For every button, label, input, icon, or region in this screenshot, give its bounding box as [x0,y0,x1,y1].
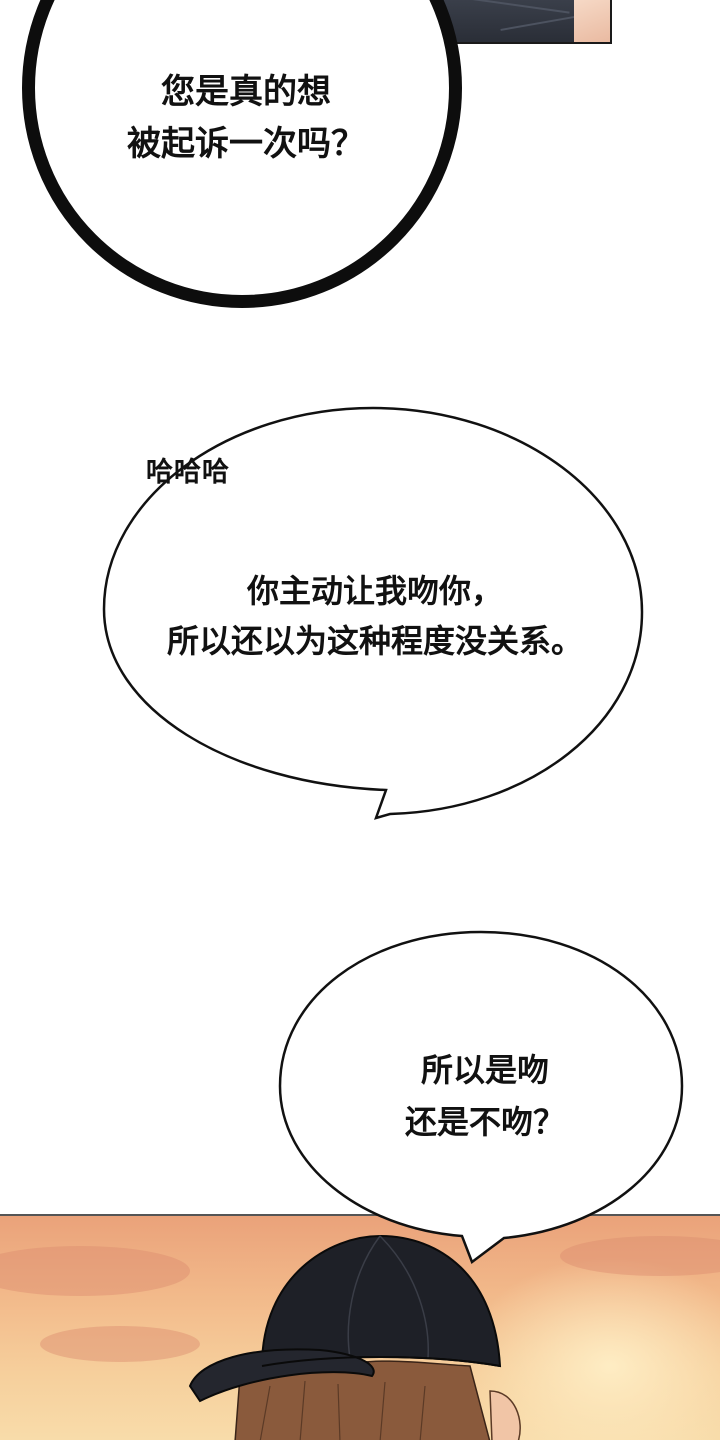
character-drawing [188,1234,521,1440]
laugh-sfx: 哈哈哈 [146,457,230,488]
speech-line: 被起诉一次吗？ [127,124,365,164]
skin-patch [574,0,610,42]
speech-bubble-3-outline [278,930,684,1264]
speech-bubble-2-outline [102,406,644,820]
sky-cloud [0,1246,190,1296]
speech-line: 您是真的想 [161,72,331,112]
top-panel-clothing-image [440,0,612,44]
speech-line: 所以是吻 [420,1051,549,1089]
speech-text-2: 你主动让我吻你， 所以还以为这种程度没关系。 [110,566,640,666]
speech-line: 你主动让我吻你， [246,572,503,610]
speech-line: 还是不吻？ [404,1103,565,1141]
speech-text-3: 所以是吻 还是不吻？ [340,1044,630,1148]
clothing-fold [460,0,570,14]
bottom-panel-character-image [0,1214,720,1440]
sky-cloud [40,1326,200,1362]
speech-bubble-3 [276,928,686,1266]
speech-line: 所以还以为这种程度没关系。 [166,622,583,660]
speech-bubble-2 [100,404,646,830]
clothing-fold [500,15,580,31]
sky-cloud [560,1236,720,1276]
speech-text-1: 您是真的想 被起诉一次吗？ [96,66,396,170]
